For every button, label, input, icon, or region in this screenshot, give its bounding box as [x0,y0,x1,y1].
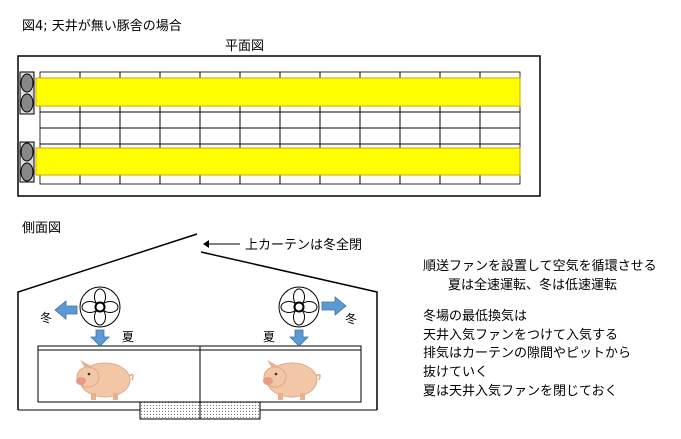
yellow-duct-top [35,77,521,107]
plan-fan-icon-top [19,71,35,115]
note-line: 夏は全速運転、冬は低速運転 [448,277,618,293]
plan-view-label: 平面図 [225,39,265,54]
pig-icon [263,360,321,400]
winter-label-right: 冬 [345,311,357,326]
roof-right [200,251,378,410]
summer-label-right: 夏 [263,330,275,344]
pig-icon [76,360,134,400]
note-line: 冬場の最低換気は [423,308,528,324]
note-line: 天井入気ファンをつけて入気する [423,327,619,343]
notes-block: 順送ファンを設置して空気を循環させる 夏は全速運転、冬は低速運転 冬場の最低換気… [423,258,657,402]
summer-arrow-right [289,329,309,347]
winter-arrow-right [321,296,347,316]
note-line: 夏は天井入気ファンを閉じておく [423,384,618,400]
fan-icon [278,286,320,328]
note-line: 順送ファンを設置して空気を循環させる [423,259,657,274]
note-line: 排気はカーテンの隙間やピットから [423,346,632,362]
curtain-label: 上カーテンは冬全閉 [245,238,363,253]
winter-arrow-left [54,300,78,320]
note-line: 抜けていく [423,365,489,381]
roof-left [17,233,198,410]
winter-label-left: 冬 [40,310,52,325]
plan-fan-icon-bottom [19,141,35,183]
side-view-label: 側面図 [22,221,62,236]
summer-label-left: 夏 [122,330,134,344]
fan-icon [79,286,121,328]
yellow-duct-bottom [35,147,521,176]
summer-arrow-left [90,329,110,347]
diagram-title: 図4; 天井が無い豚舎の場合 [22,19,182,34]
